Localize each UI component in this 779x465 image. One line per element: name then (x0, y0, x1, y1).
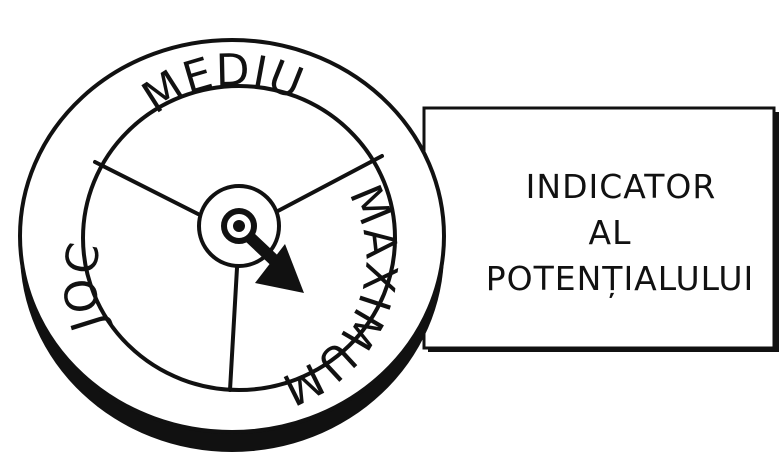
panel-line-2: AL (589, 213, 632, 252)
indicator-panel: INDICATOR AL POTENȚIALULUI (424, 108, 779, 352)
potential-dial: MEDIU MAXIMUM JOC (20, 40, 444, 452)
panel-line-3: POTENȚIALULUI (486, 259, 755, 299)
panel-line-1: INDICATOR (526, 167, 717, 206)
